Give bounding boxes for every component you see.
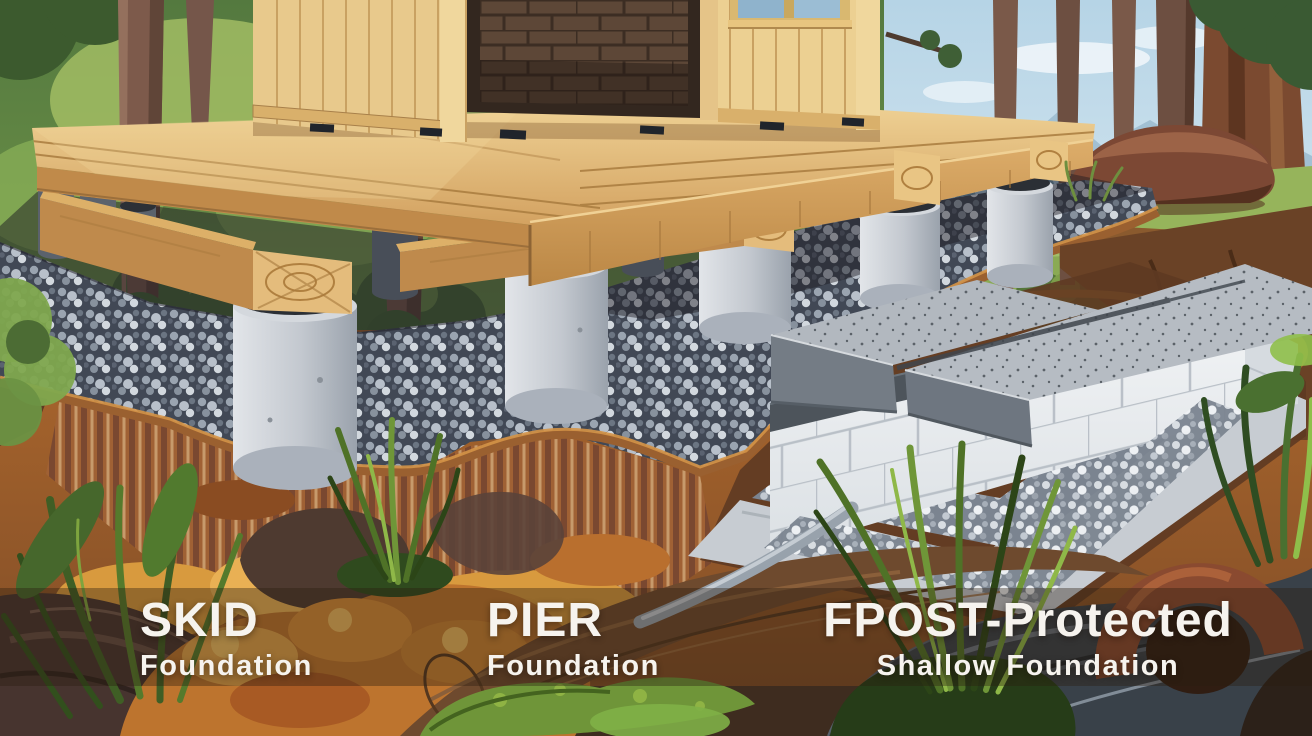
- fpsf-title: FPOST-Protected: [823, 594, 1233, 647]
- label-frost-protected-foundation: FPOST-Protected Shallow Foundation: [808, 597, 1248, 681]
- label-pier-foundation: PIER Foundation: [487, 597, 660, 681]
- fern-cluster-left: [0, 278, 243, 719]
- foreground: [0, 160, 1312, 736]
- concrete-slab: [770, 280, 1099, 414]
- fern-right-edge: [1201, 334, 1312, 736]
- skid-title: SKID: [140, 594, 259, 647]
- drain-pipe: [633, 501, 859, 629]
- shed-window: [728, 0, 852, 29]
- concrete-pier: [233, 289, 357, 490]
- ledge-tufts: [1064, 160, 1124, 202]
- deck-edge-left: [37, 167, 530, 249]
- grass-clump-left: [327, 417, 461, 597]
- concrete-slab: [904, 264, 1312, 448]
- under-deck: [0, 172, 1150, 490]
- shim-pads: [309, 117, 865, 140]
- corner-post: [440, 0, 466, 142]
- brick-interior-wall: [480, 0, 688, 106]
- joist-end: [894, 138, 1068, 205]
- grass-clump-right: [813, 440, 1078, 736]
- skid-beam: [40, 190, 352, 314]
- deck-rim-right: [530, 140, 1093, 286]
- wooden-shed: [252, 0, 880, 142]
- concrete-pier: [987, 175, 1053, 288]
- terracotta-pipe-section: [1095, 563, 1304, 694]
- skid-subtitle: Foundation: [140, 650, 313, 682]
- pier-subtitle: Foundation: [487, 650, 660, 682]
- fpsf-subtitle: Shallow Foundation: [876, 650, 1180, 682]
- pier-title: PIER: [487, 594, 604, 647]
- caption-band: [0, 588, 1312, 686]
- label-skid-foundation: SKID Foundation: [140, 597, 313, 681]
